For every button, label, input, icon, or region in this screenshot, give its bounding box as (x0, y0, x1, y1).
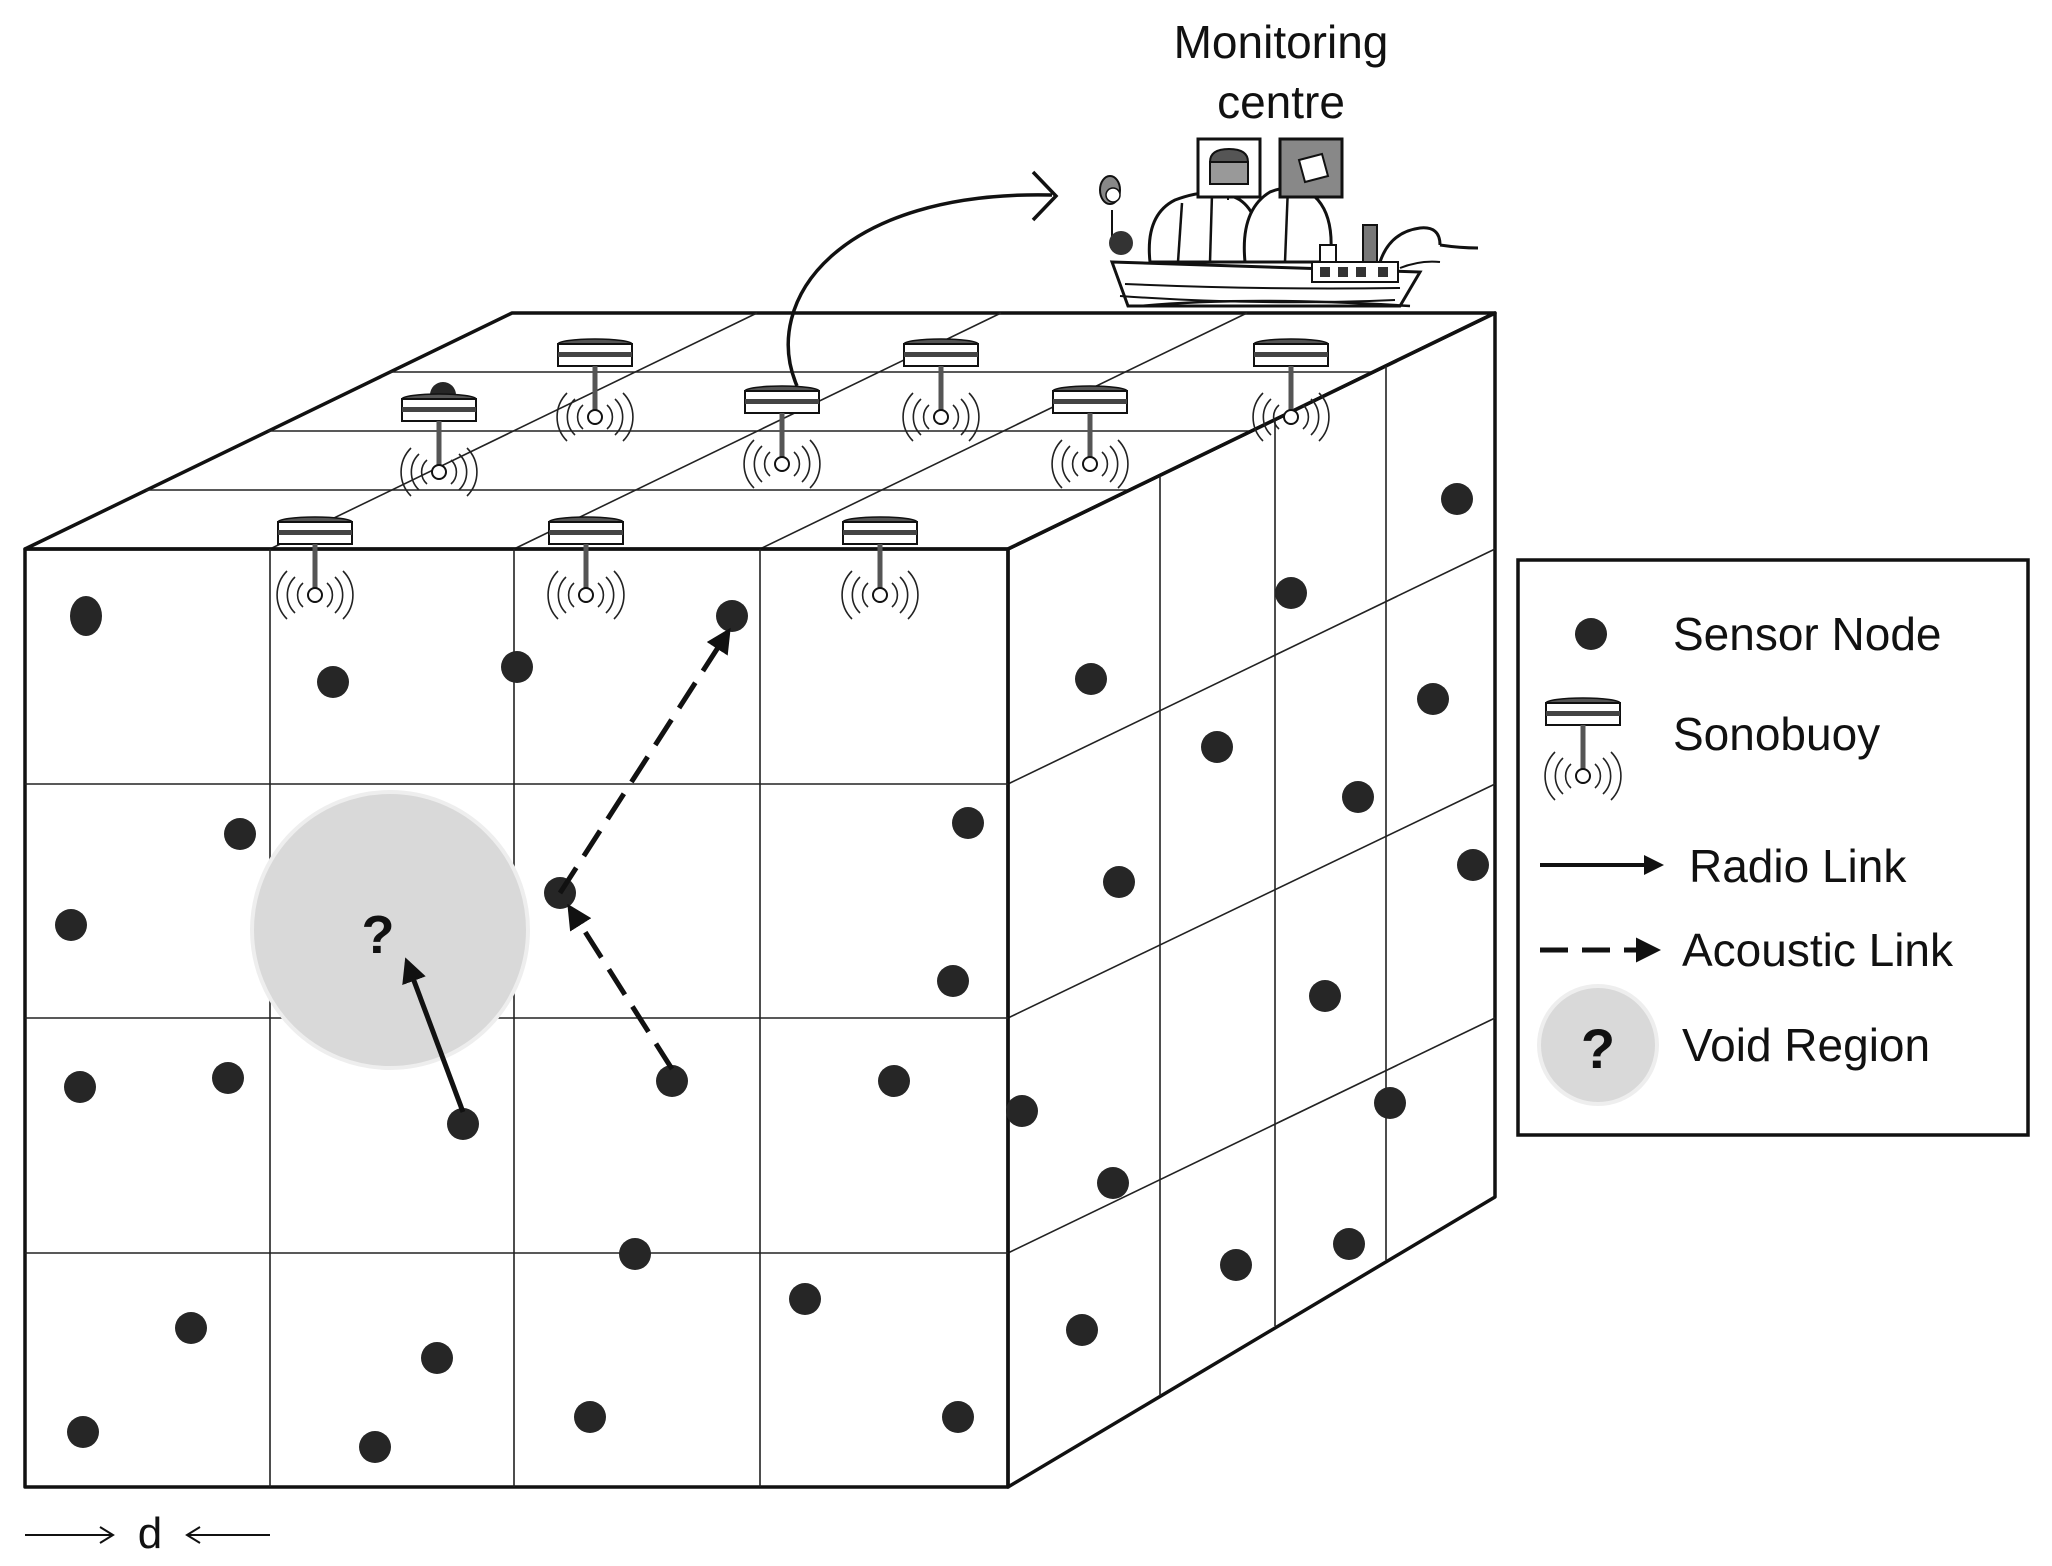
monitoring-centre-title-line2: centre (1217, 76, 1345, 128)
sensor-node (1441, 483, 1473, 515)
sonobuoy (903, 339, 979, 441)
legend: Sensor Node Sonobuoy Radio Link Acoustic… (1516, 558, 2030, 1137)
sensor-node (67, 1416, 99, 1448)
legend-acoustic-link-label: Acoustic Link (1682, 924, 1954, 976)
sensor-node (878, 1065, 910, 1097)
spacing-indicator (25, 1526, 270, 1544)
sensor-node (1201, 731, 1233, 763)
sensor-node (1374, 1087, 1406, 1119)
sensor-node (317, 666, 349, 698)
sensor-node (1066, 1314, 1098, 1346)
sensor-node (1342, 781, 1374, 813)
radio-link-arrow (402, 957, 466, 1113)
links (402, 170, 1059, 1113)
sensor-node (656, 1065, 688, 1097)
sensor-node (212, 1062, 244, 1094)
sensor-node (421, 1342, 453, 1374)
legend-sonobuoy-label: Sonobuoy (1673, 708, 1880, 760)
monitoring-ship-icon (1099, 137, 1479, 308)
radio-link-to-centre (786, 193, 1053, 387)
acoustic-link-arrow (567, 903, 675, 1071)
sensor-node (55, 909, 87, 941)
sensor-node (952, 807, 984, 839)
sensor-node (619, 1238, 651, 1270)
sensor-node (789, 1283, 821, 1315)
sensor-node (942, 1401, 974, 1433)
sensor-node (64, 1071, 96, 1103)
sensor-node (1333, 1228, 1365, 1260)
void-question-mark: ? (362, 905, 395, 965)
sonobuoys (277, 339, 1329, 619)
sensor-node (1417, 683, 1449, 715)
legend-sensor-node-label: Sensor Node (1673, 608, 1942, 660)
legend-void-region-symbol (1537, 984, 1659, 1106)
sonobuoy (842, 517, 918, 619)
right-face (1006, 311, 1497, 1489)
legend-void-region-label: Void Region (1682, 1019, 1930, 1071)
sonobuoy (1253, 339, 1329, 441)
top-grid (146, 312, 1373, 550)
sensor-node (224, 818, 256, 850)
sonobuoy (277, 517, 353, 619)
legend-box (1516, 558, 2030, 1137)
sensor-node (501, 651, 533, 683)
sensor-node (716, 600, 748, 632)
sensor-node (574, 1401, 606, 1433)
sensor-node (359, 1431, 391, 1463)
sensor-node (1309, 980, 1341, 1012)
legend-sensor-node-symbol (1575, 618, 1607, 650)
sensor-node (1103, 866, 1135, 898)
monitoring-centre-title-line1: Monitoring (1174, 16, 1389, 68)
sensor-node (937, 965, 969, 997)
legend-void-question-mark: ? (1581, 1017, 1615, 1080)
sensor-node (1097, 1167, 1129, 1199)
sonobuoy (744, 386, 820, 488)
sensor-node (1075, 663, 1107, 695)
spacing-label: d (138, 1509, 162, 1558)
sensor-node (1275, 577, 1307, 609)
void-region (250, 790, 530, 1070)
sensor-node (175, 1312, 207, 1344)
sensor-nodes (55, 382, 1489, 1463)
sensor-node (1006, 1095, 1038, 1127)
sonobuoy (548, 517, 624, 619)
sonobuoy (1052, 386, 1128, 488)
sensor-node (1220, 1249, 1252, 1281)
legend-radio-link-label: Radio Link (1689, 840, 1907, 892)
sensor-node (447, 1108, 479, 1140)
front-grid (25, 549, 1008, 1487)
sonobuoy (401, 394, 477, 496)
acoustic-link-arrow (557, 627, 731, 895)
sonobuoy (557, 339, 633, 441)
sensor-node (1457, 849, 1489, 881)
cube (23, 311, 1497, 1489)
radio-link-arrowhead (1031, 170, 1059, 222)
sensor-node (70, 596, 102, 636)
